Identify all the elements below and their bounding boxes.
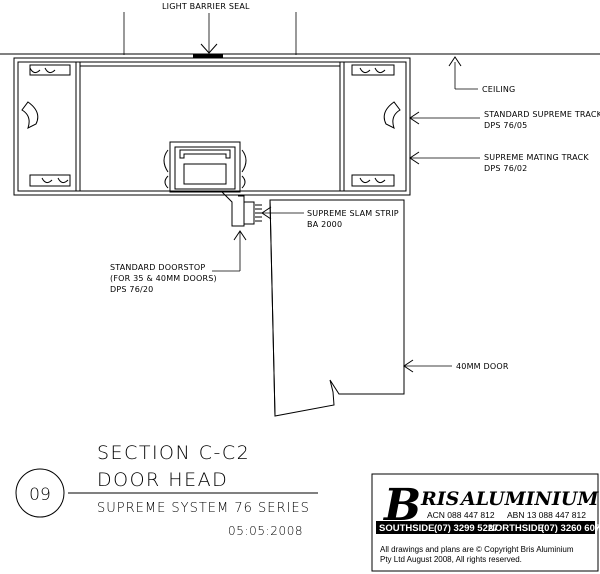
doorstop-code: DPS 76/20 xyxy=(110,285,153,294)
drawing-number-circle xyxy=(15,468,65,518)
track-arrow xyxy=(409,111,420,125)
door-panel xyxy=(269,199,405,417)
supreme-track-profile xyxy=(13,57,411,196)
light-barrier-seal xyxy=(193,54,223,58)
standard-track-label: STANDARD SUPREME TRACK xyxy=(484,110,600,119)
northside-phone: (07) 3260 6077 xyxy=(541,523,600,534)
logo-name-rest: RIS xyxy=(420,488,459,510)
mating-track-code: DPS 76/02 xyxy=(484,164,527,173)
company-block: B RIS ALUMINIUM ACN 088 447 812 ABN 13 0… xyxy=(371,473,600,572)
acn-text: ACN 088 447 812 xyxy=(427,510,495,520)
phone-bar xyxy=(376,521,595,534)
northside-label: NORTHSIDE xyxy=(488,523,544,534)
section-title: SECTION C-C2 xyxy=(97,442,250,464)
standard-doorstop xyxy=(221,191,262,227)
copyright-line-1: All drawings and plans are © Copyright B… xyxy=(380,545,574,554)
mating-arrow xyxy=(409,151,420,165)
light-barrier-seal-label: LIGHT BARRIER SEAL xyxy=(162,2,250,11)
section-subtitle: DOOR HEAD xyxy=(97,469,228,491)
drawing-number: 09 xyxy=(29,485,51,505)
slam-arrow xyxy=(261,206,272,220)
doorstop-label: STANDARD DOORSTOP xyxy=(110,263,205,272)
seal-arrow xyxy=(200,43,218,54)
southside-label: SOUTHSIDE xyxy=(379,523,434,534)
ceiling-label: CEILING xyxy=(482,85,515,94)
standard-track-code: DPS 76/05 xyxy=(484,121,527,130)
doorstop-note: (FOR 35 & 40MM DOORS) xyxy=(110,274,217,283)
slam-strip-code: BA 2000 xyxy=(307,220,342,229)
door-arrow xyxy=(403,359,414,373)
copyright-line-2: Pty Ltd August 2008, All rights reserved… xyxy=(380,555,522,564)
door-left-edge xyxy=(269,199,276,417)
bris-logo: B RIS ALUMINIUM xyxy=(382,480,599,531)
abn-text: ABN 13 088 447 812 xyxy=(507,510,586,520)
ceiling-arrow xyxy=(448,56,462,67)
door-label: 40MM DOOR xyxy=(456,362,509,371)
drawing-date: 05:05:2008 xyxy=(228,524,303,538)
series-title: SUPREME SYSTEM 76 SERIES xyxy=(97,501,310,516)
slam-strip-label: SUPREME SLAM STRIP xyxy=(307,209,399,218)
southside-phone: (07) 3299 5227 xyxy=(434,523,498,534)
logo-name-second: ALUMINIUM xyxy=(459,488,599,510)
doorstop-arrow xyxy=(233,230,247,241)
mating-track-label: SUPREME MATING TRACK xyxy=(484,153,589,162)
